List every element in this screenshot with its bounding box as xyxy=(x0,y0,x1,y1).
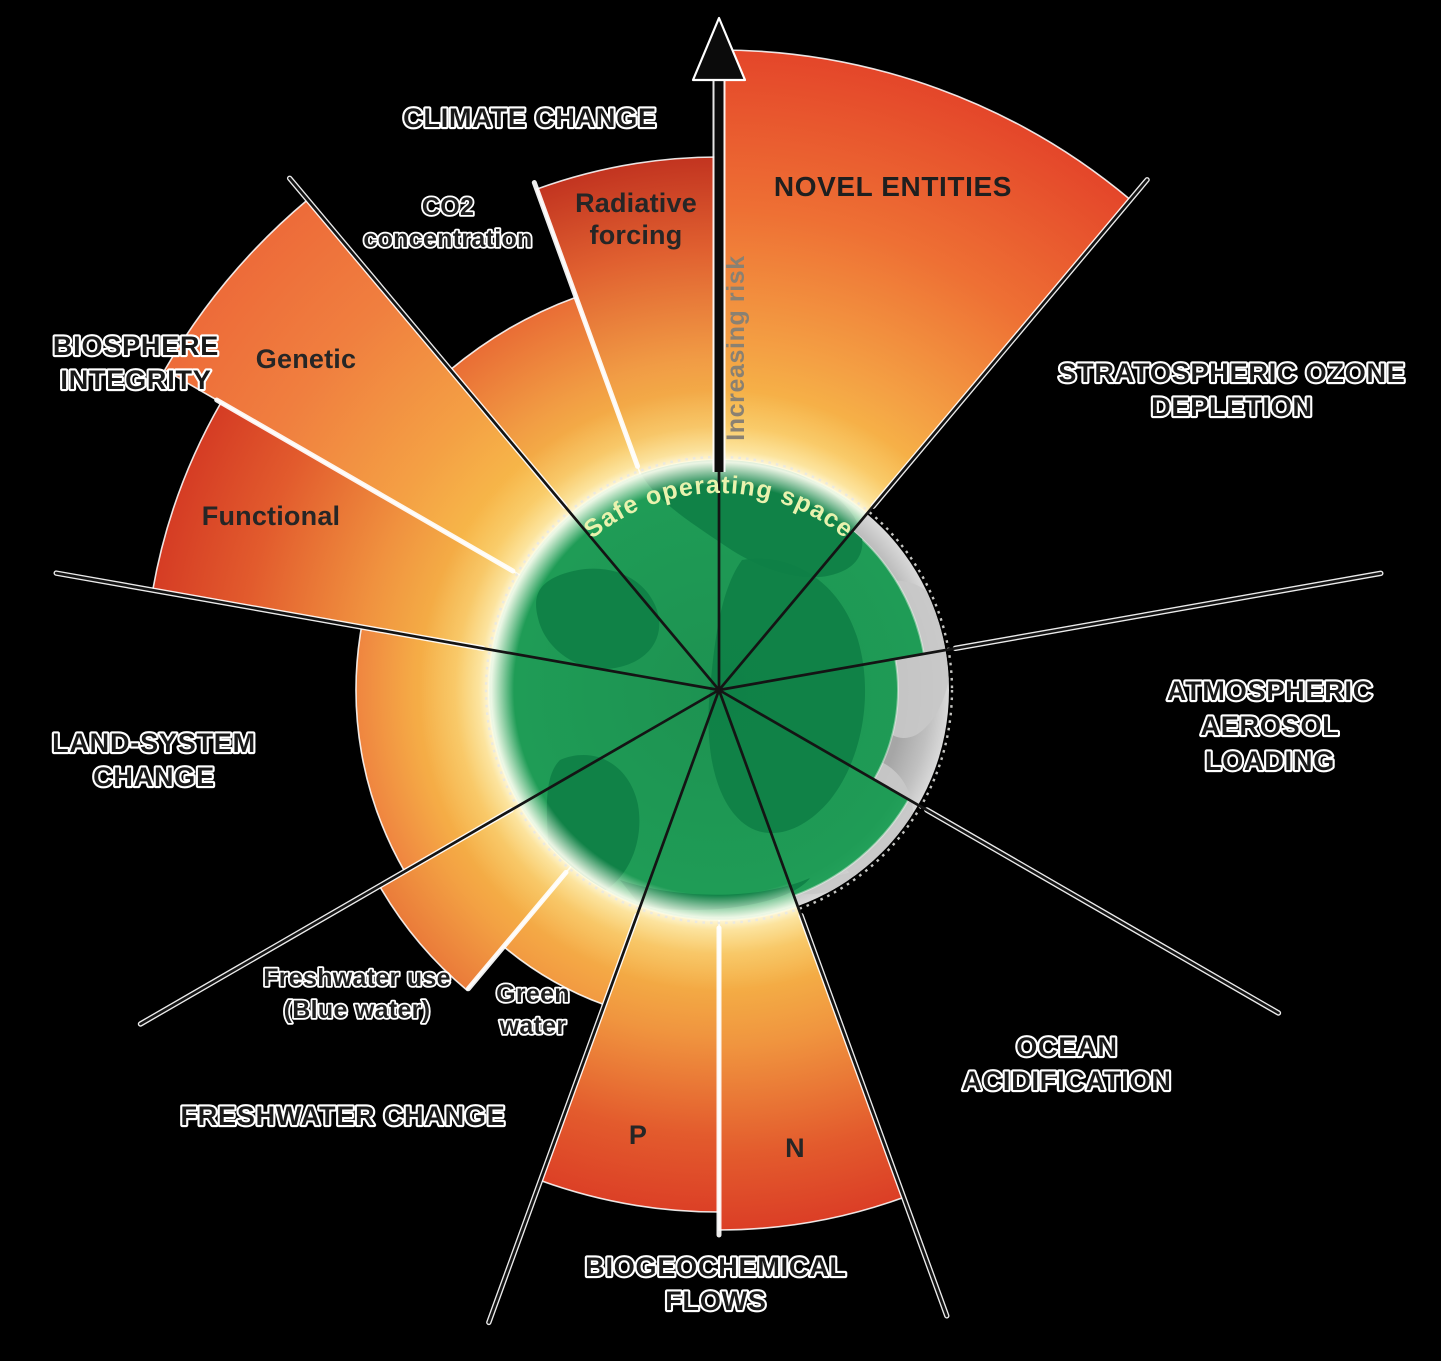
boundary-line-200 xyxy=(487,688,721,1324)
boundary-line-40 xyxy=(717,178,1149,692)
boundary-line-280 xyxy=(54,571,721,692)
boundary-line-160 xyxy=(717,688,949,1318)
sector-boundary-lines xyxy=(53,175,1384,1326)
label-functional: Functional xyxy=(202,501,341,531)
sub-sector-divider-lines xyxy=(214,180,722,1238)
boundary-dashed-circle xyxy=(484,455,954,925)
label-nitrogen: N xyxy=(785,1133,805,1163)
increasing-risk-arrow xyxy=(691,16,747,690)
label-novel-entities: NOVEL ENTITIES xyxy=(774,171,1012,202)
boundary-line-80 xyxy=(717,571,1383,692)
label-freshwater-use: Freshwater use(Blue water) xyxy=(263,964,451,1024)
boundary-line-120 xyxy=(717,688,1280,1015)
divider-line-220 xyxy=(465,869,569,992)
divider-line-300 xyxy=(214,397,516,574)
label-climate-change: CLIMATE CHANGE xyxy=(403,103,657,133)
label-phosphorus: P xyxy=(629,1120,647,1150)
increasing-risk-label: Increasing risk xyxy=(722,255,750,440)
divider-line-340 xyxy=(531,180,641,469)
label-genetic: Genetic xyxy=(256,344,356,374)
boundary-line-240 xyxy=(139,688,721,1026)
boundary-line-320 xyxy=(288,176,721,692)
label-freshwater-change: FRESHWATER CHANGE xyxy=(180,1101,505,1131)
arrow-head xyxy=(691,16,747,82)
